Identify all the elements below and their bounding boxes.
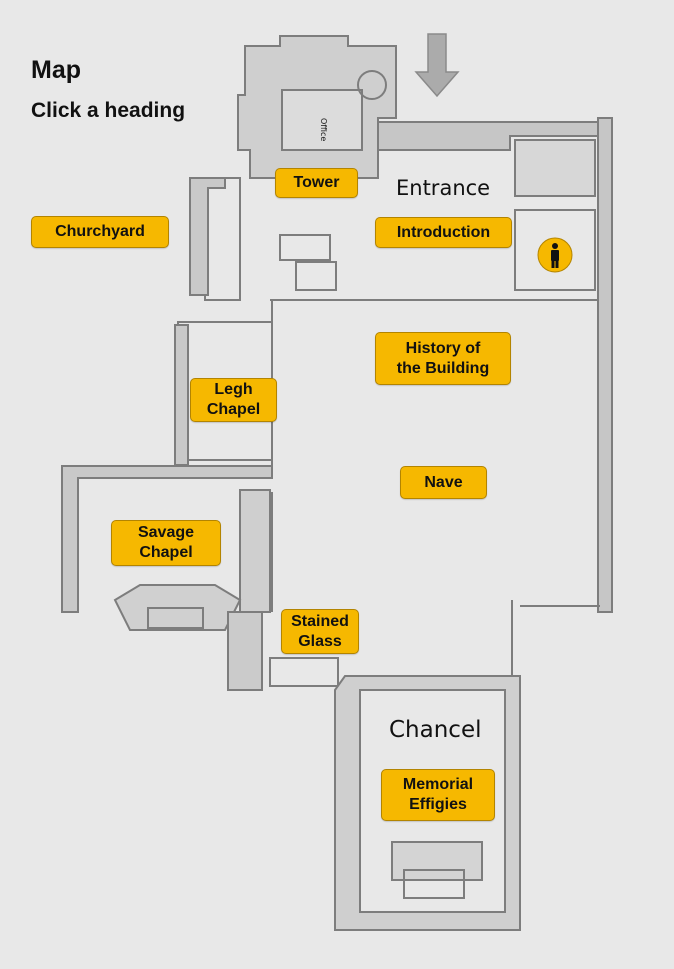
heading-stained-glass[interactable]: Stained Glass (281, 609, 359, 654)
page-subtitle: Click a heading (31, 99, 186, 122)
heading-introduction[interactable]: Introduction (375, 217, 512, 248)
heading-legh-chapel[interactable]: Legh Chapel (190, 378, 277, 422)
heading-tower[interactable]: Tower (275, 168, 358, 198)
page-title: Map (31, 56, 81, 84)
heading-memorial-effigies[interactable]: Memorial Effigies (381, 769, 495, 821)
entrance-label: Entrance (396, 176, 491, 200)
heading-savage-chapel[interactable]: Savage Chapel (111, 520, 221, 566)
office-label: Office (319, 118, 328, 142)
heading-nave[interactable]: Nave (400, 466, 487, 499)
chancel-label: Chancel (389, 717, 482, 743)
heading-history-of-the-building[interactable]: History of the Building (375, 332, 511, 385)
heading-churchyard[interactable]: Churchyard (31, 216, 169, 248)
down-arrow-icon (414, 33, 460, 98)
toilet-person-icon (537, 237, 573, 273)
